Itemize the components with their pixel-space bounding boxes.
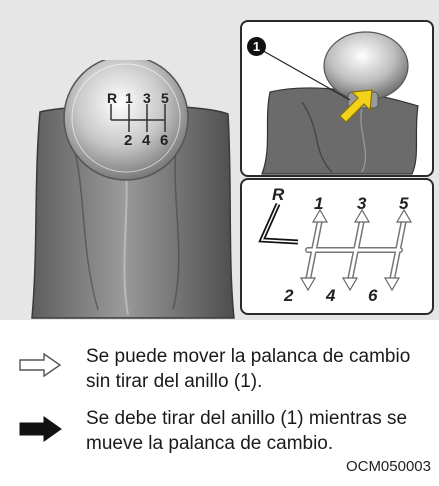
- shift-pattern-diagram: [258, 202, 413, 292]
- legend-item-outline-arrow: Se puede mover la palanca de cambio sin …: [0, 340, 439, 396]
- reverse-path: [258, 202, 299, 245]
- solid-arrow-right-icon: [19, 416, 62, 442]
- legend-line: Se debe tirar del anillo (1) mientras se: [86, 408, 408, 429]
- knob-gear-label-4: 4: [142, 132, 151, 149]
- knob-gear-label-2: 2: [124, 132, 133, 149]
- knob-shift-pattern: [110, 104, 166, 132]
- legend-line: mueve la palanca de cambio.: [86, 433, 334, 454]
- outline-arrow-right-icon: [19, 352, 62, 378]
- callout-marker: 1: [247, 37, 266, 56]
- pattern-label-4: 4: [326, 286, 336, 305]
- legend-line: Se puede mover la palanca de cambio: [86, 346, 411, 367]
- pattern-label-5: 5: [399, 194, 409, 213]
- inset-shift-pattern: R 1 3 5 2 4 6: [240, 178, 434, 315]
- knob-gear-label-6: 6: [160, 132, 169, 149]
- inset-ring-closeup: 1: [240, 20, 434, 177]
- knob-gear-label-r: R: [107, 90, 118, 106]
- illustration-panel: R 1 3 5 2 4 6 1: [0, 0, 439, 320]
- pattern-label-3: 3: [357, 194, 367, 213]
- pattern-label-1: 1: [314, 194, 324, 213]
- knob-gear-label-3: 3: [143, 90, 151, 106]
- gear-shift-knob-illustration: [31, 60, 235, 319]
- figure-code: OCM050003: [345, 458, 431, 475]
- knob-gear-label-5: 5: [161, 90, 169, 106]
- legend-line: sin tirar del anillo (1).: [86, 371, 263, 392]
- legend-text-solid-arrow: Se debe tirar del anillo (1) mientras se…: [86, 406, 436, 456]
- pattern-label-r: R: [272, 185, 285, 204]
- shift-arrowheads: [299, 208, 413, 292]
- legend-text-outline-arrow: Se puede mover la palanca de cambio sin …: [86, 344, 436, 394]
- legend-item-solid-arrow: Se debe tirar del anillo (1) mientras se…: [0, 406, 439, 462]
- ring-closeup-illustration: [257, 31, 419, 175]
- callout-arrow-icon: [339, 89, 373, 123]
- pattern-label-2: 2: [284, 286, 294, 305]
- knob-gear-label-1: 1: [125, 90, 133, 106]
- pattern-label-6: 6: [368, 286, 378, 305]
